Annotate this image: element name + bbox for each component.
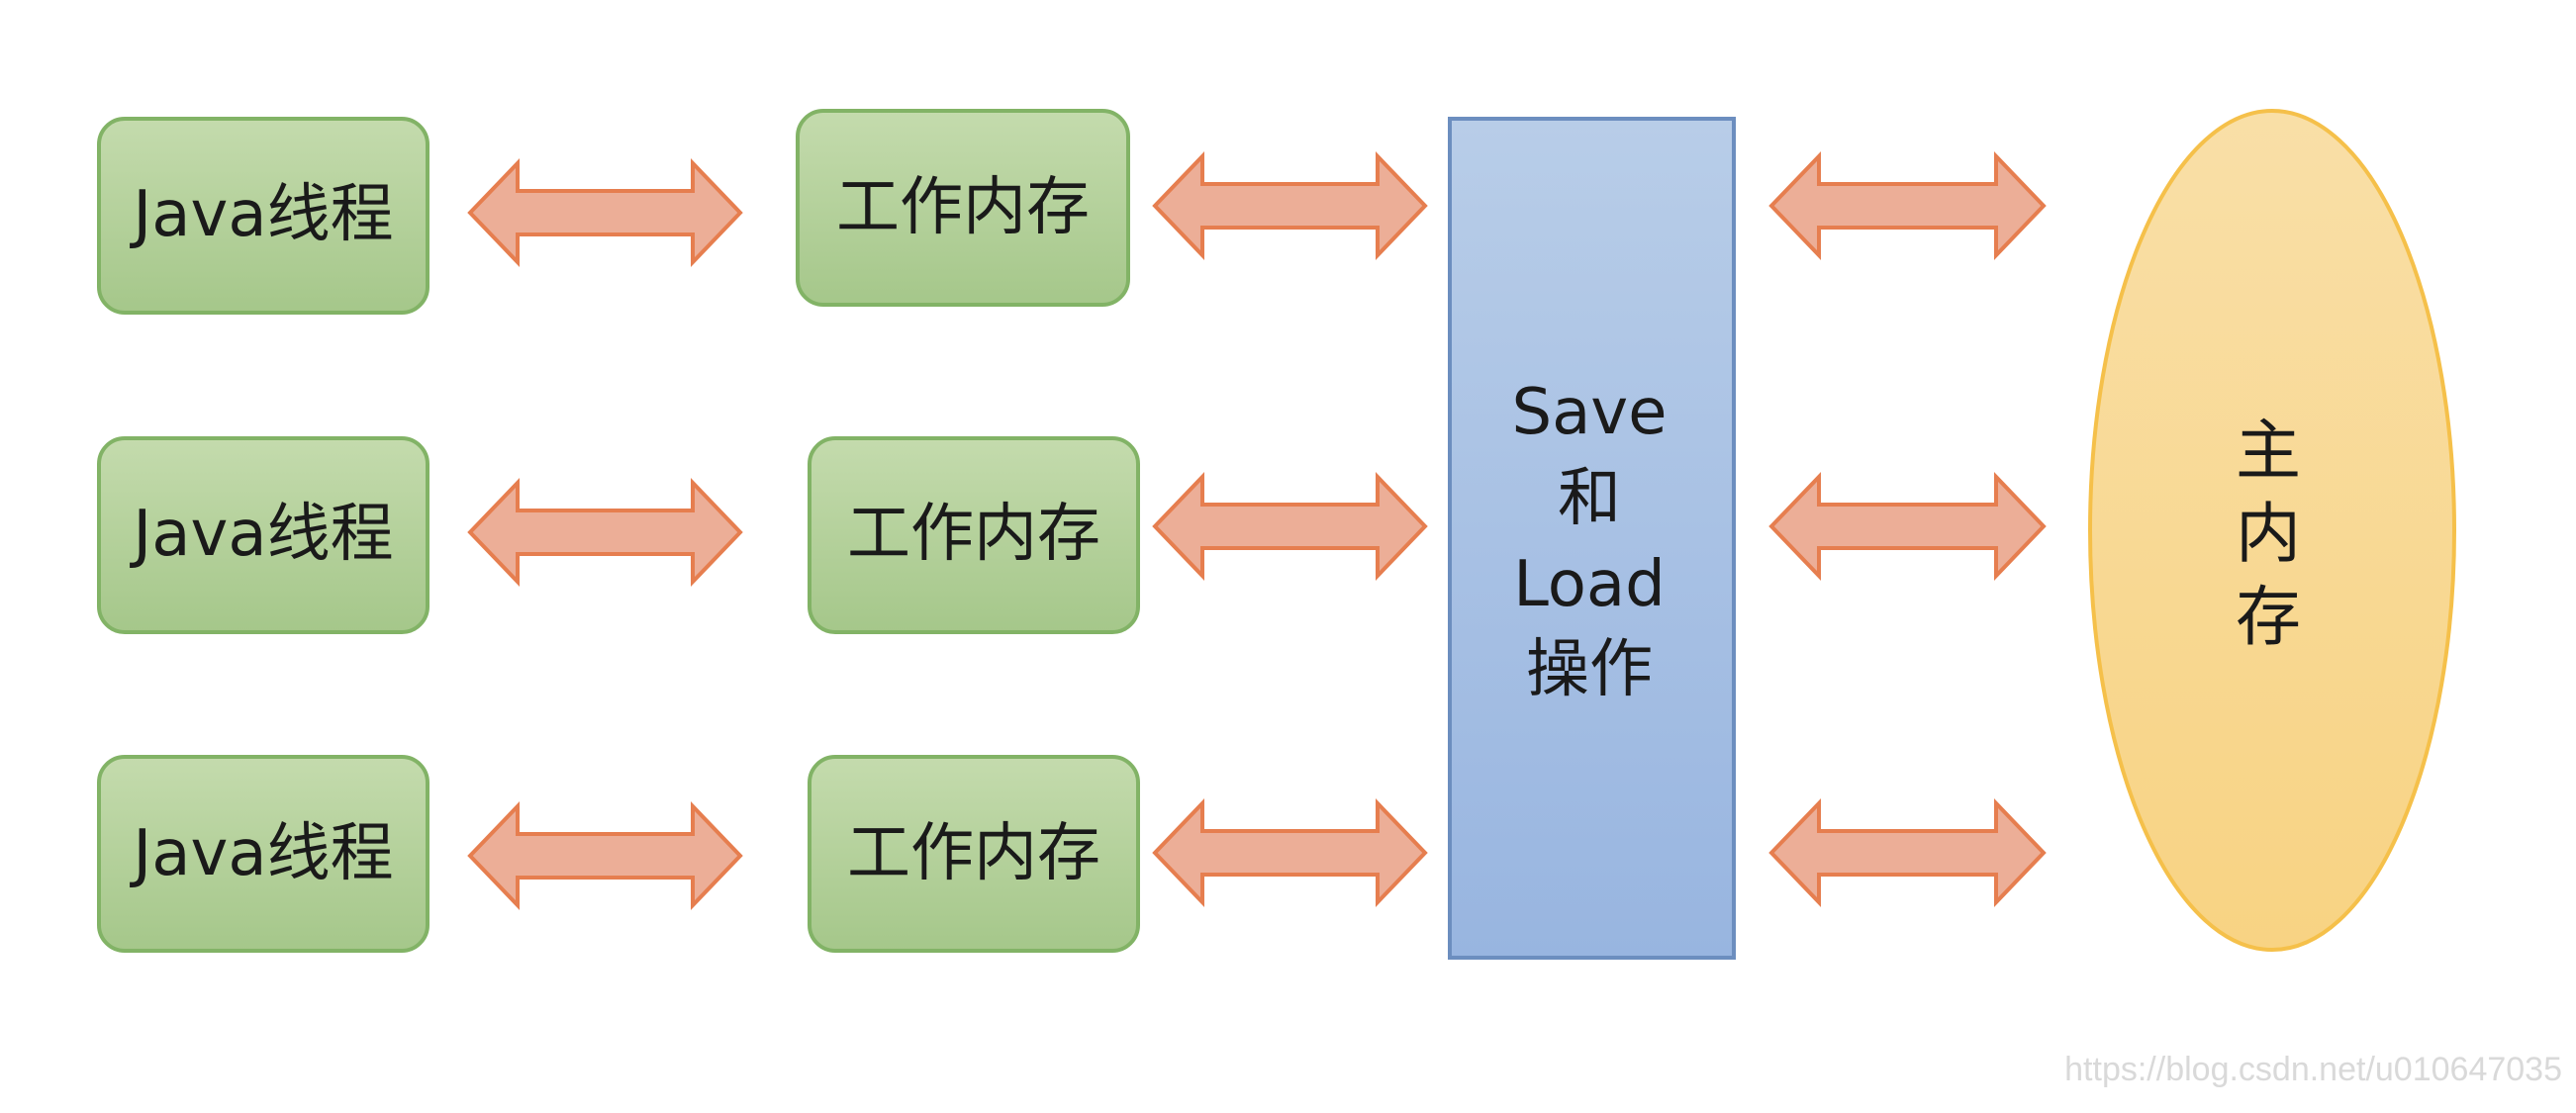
arrows-group <box>467 151 2047 910</box>
java-thread-label: Java线程 <box>129 817 393 890</box>
work-memory-label: 工作内存 <box>847 498 1100 571</box>
double-arrow-work-memory-to-save-load-1 <box>1152 151 1428 260</box>
save-load-line-4: 操作 <box>1526 633 1653 706</box>
save-load-line-3: Load <box>1513 548 1666 621</box>
double-arrow-thread-to-work-memory-1 <box>467 158 743 267</box>
double-arrow-work-memory-to-save-load-2 <box>1152 472 1428 581</box>
java-thread-box-1: Java线程 <box>97 117 429 315</box>
work-memory-box-3: 工作内存 <box>808 755 1140 953</box>
work-memory-label: 工作内存 <box>847 817 1100 890</box>
double-arrow-save-load-to-main-memory-1 <box>1768 151 2047 260</box>
work-memory-box-1: 工作内存 <box>796 109 1130 307</box>
save-load-line-1: Save <box>1511 376 1667 449</box>
main-memory-line-2: 内 <box>2236 496 2301 572</box>
main-memory-line-1: 主 <box>2236 413 2301 489</box>
double-arrow-thread-to-work-memory-2 <box>467 478 743 587</box>
save-load-line-2: 和 <box>1558 462 1621 535</box>
java-thread-box-2: Java线程 <box>97 436 429 634</box>
work-memory-label: 工作内存 <box>836 171 1090 244</box>
java-thread-label: Java线程 <box>129 178 393 251</box>
java-thread-label: Java线程 <box>129 498 393 571</box>
work-memory-box-2: 工作内存 <box>808 436 1140 634</box>
double-arrow-save-load-to-main-memory-3 <box>1768 798 2047 907</box>
double-arrow-work-memory-to-save-load-3 <box>1152 798 1428 907</box>
main-memory-ellipse: 主 内 存 <box>2088 109 2456 952</box>
java-thread-box-3: Java线程 <box>97 755 429 953</box>
double-arrow-save-load-to-main-memory-2 <box>1768 472 2047 581</box>
watermark: https://blog.csdn.net/u010647035 <box>2064 1051 2562 1088</box>
main-memory-line-3: 存 <box>2236 579 2301 655</box>
double-arrow-thread-to-work-memory-3 <box>467 801 743 910</box>
save-load-box: Save 和 Load 操作 <box>1448 117 1736 960</box>
